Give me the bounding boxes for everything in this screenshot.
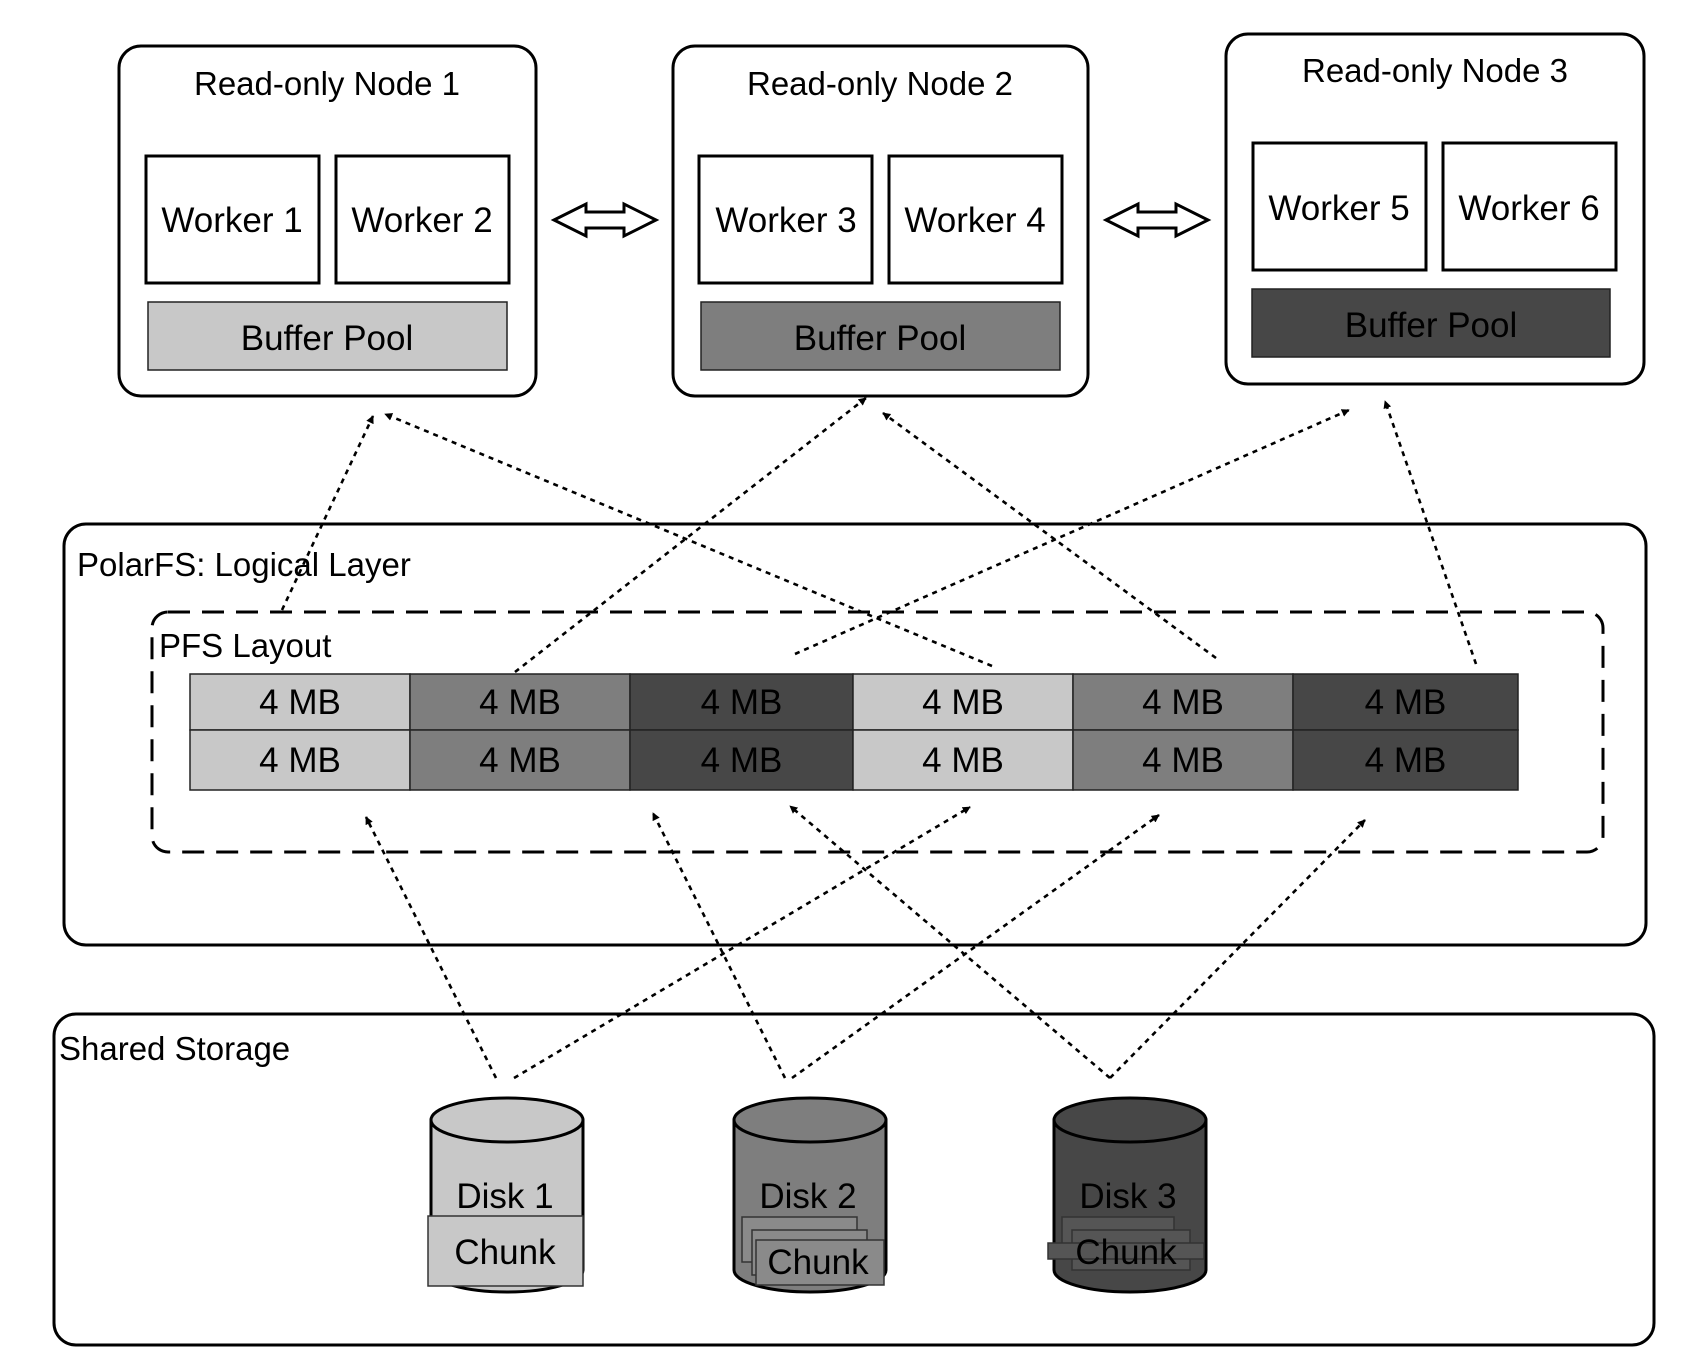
buffer-pool-1-label: Buffer Pool	[241, 319, 414, 358]
shared-storage-title: Shared Storage	[59, 1030, 290, 1067]
node-2-3-sync-arrow	[1102, 201, 1212, 239]
pfs-block-label-r2-c1: 4 MB	[259, 741, 341, 780]
pfs-block-label-r1-c5: 4 MB	[1142, 683, 1224, 722]
node-2-title: Read-only Node 2	[747, 65, 1013, 102]
worker-2-box	[334, 154, 511, 285]
pfs-block-label-r2-c6: 4 MB	[1365, 741, 1447, 780]
pfs-block-r2-c1	[189, 729, 411, 791]
worker-3-box	[697, 154, 874, 285]
buffer-pool-1	[147, 301, 508, 371]
disk-1-chunk-label: Chunk	[454, 1233, 556, 1272]
pfs-layout-title: PFS Layout	[159, 627, 331, 664]
pfs-block-grid: 4 MB 4 MB 4 MB 4 MB 4 MB 4 MB 4 MB 4 MB 4 MB 4 MB…	[189, 673, 1519, 791]
pfs-block-r1-c1	[189, 673, 411, 731]
read-only-node-2: Read-only Node 2 Worker 3 Worker 4 Buffe…	[671, 44, 1090, 398]
flow-block-6-to-node-3	[1383, 400, 1478, 665]
flow-disk-3-to-block-6	[1109, 819, 1366, 1079]
pfs-block-label-r1-c1: 4 MB	[259, 683, 341, 722]
flow-block-3-to-node-3	[794, 408, 1350, 656]
worker-4-label: Worker 4	[904, 201, 1045, 240]
pfs-block-label-r1-c6: 4 MB	[1365, 683, 1447, 722]
pfs-block-label-r2-c3: 4 MB	[701, 741, 783, 780]
buffer-pool-2	[700, 301, 1061, 371]
pfs-block-label-r1-c2: 4 MB	[479, 683, 561, 722]
worker-3-label: Worker 3	[715, 201, 856, 240]
worker-1-box	[144, 154, 321, 285]
node-1-title: Read-only Node 1	[194, 65, 460, 102]
disk-3-top	[1052, 1096, 1208, 1144]
flow-disk-1-to-block-4	[513, 805, 971, 1080]
worker-6-box	[1441, 141, 1618, 272]
pfs-layout-frame	[150, 610, 1605, 854]
disk-1-chunk	[427, 1215, 584, 1287]
pfs-block-r2-c6	[1292, 729, 1519, 791]
pfs-block-label-r2-c4: 4 MB	[922, 741, 1004, 780]
pfs-block-label-r1-c4: 4 MB	[922, 683, 1004, 722]
disk-2-chunk-label: Chunk	[767, 1243, 869, 1282]
flow-arrows	[280, 396, 1478, 1080]
pfs-block-label-r2-c5: 4 MB	[1142, 741, 1224, 780]
pfs-block-r2-c5	[1072, 729, 1294, 791]
buffer-pool-2-label: Buffer Pool	[794, 319, 967, 358]
worker-6-label: Worker 6	[1458, 189, 1599, 228]
pfs-block-r2-c2	[409, 729, 631, 791]
disk-2-label: Disk 2	[759, 1177, 856, 1216]
logical-layer-title: PolarFS: Logical Layer	[77, 546, 411, 583]
buffer-pool-3-label: Buffer Pool	[1345, 306, 1518, 345]
disk-3-chunk-front	[1047, 1242, 1205, 1260]
disk-2-chunk-front	[755, 1239, 885, 1286]
pfs-block-label-r1-c3: 4 MB	[701, 683, 783, 722]
worker-2-label: Worker 2	[351, 201, 492, 240]
worker-5-label: Worker 5	[1268, 189, 1409, 228]
read-only-node-1: Read-only Node 1 Worker 1 Worker 2 Buffe…	[117, 44, 538, 398]
read-only-node-3: Read-only Node 3 Worker 5 Worker 6 Buffe…	[1224, 32, 1646, 386]
worker-1-label: Worker 1	[161, 201, 302, 240]
worker-5-box	[1251, 141, 1428, 272]
disk-2-top	[732, 1096, 888, 1144]
disk-1-top	[429, 1096, 585, 1144]
pfs-block-r2-c3	[629, 729, 854, 791]
pfs-block-label-r2-c2: 4 MB	[479, 741, 561, 780]
disk-1-label: Disk 1	[456, 1177, 553, 1216]
flow-block-5-to-node-2	[882, 411, 1217, 660]
disk-1: Disk 1 Chunk	[427, 1096, 585, 1294]
flow-block-2-to-node-2	[514, 396, 867, 674]
buffer-pool-3	[1251, 288, 1611, 358]
worker-4-box	[887, 154, 1064, 285]
node-1-2-sync-arrow	[550, 201, 660, 239]
disk-3-chunk-label: Chunk	[1075, 1233, 1177, 1272]
pfs-block-r2-c4	[852, 729, 1074, 791]
disk-3-label: Disk 3	[1079, 1177, 1176, 1216]
disk-2: Disk 2 Chunk	[732, 1096, 888, 1294]
disk-3: Disk 3 Chunk	[1047, 1096, 1208, 1294]
node-3-title: Read-only Node 3	[1302, 52, 1568, 89]
flow-disk-1-to-block-1	[364, 816, 498, 1079]
pfs-block-r1-c6	[1292, 673, 1519, 731]
pfs-block-r1-c3	[629, 673, 854, 731]
